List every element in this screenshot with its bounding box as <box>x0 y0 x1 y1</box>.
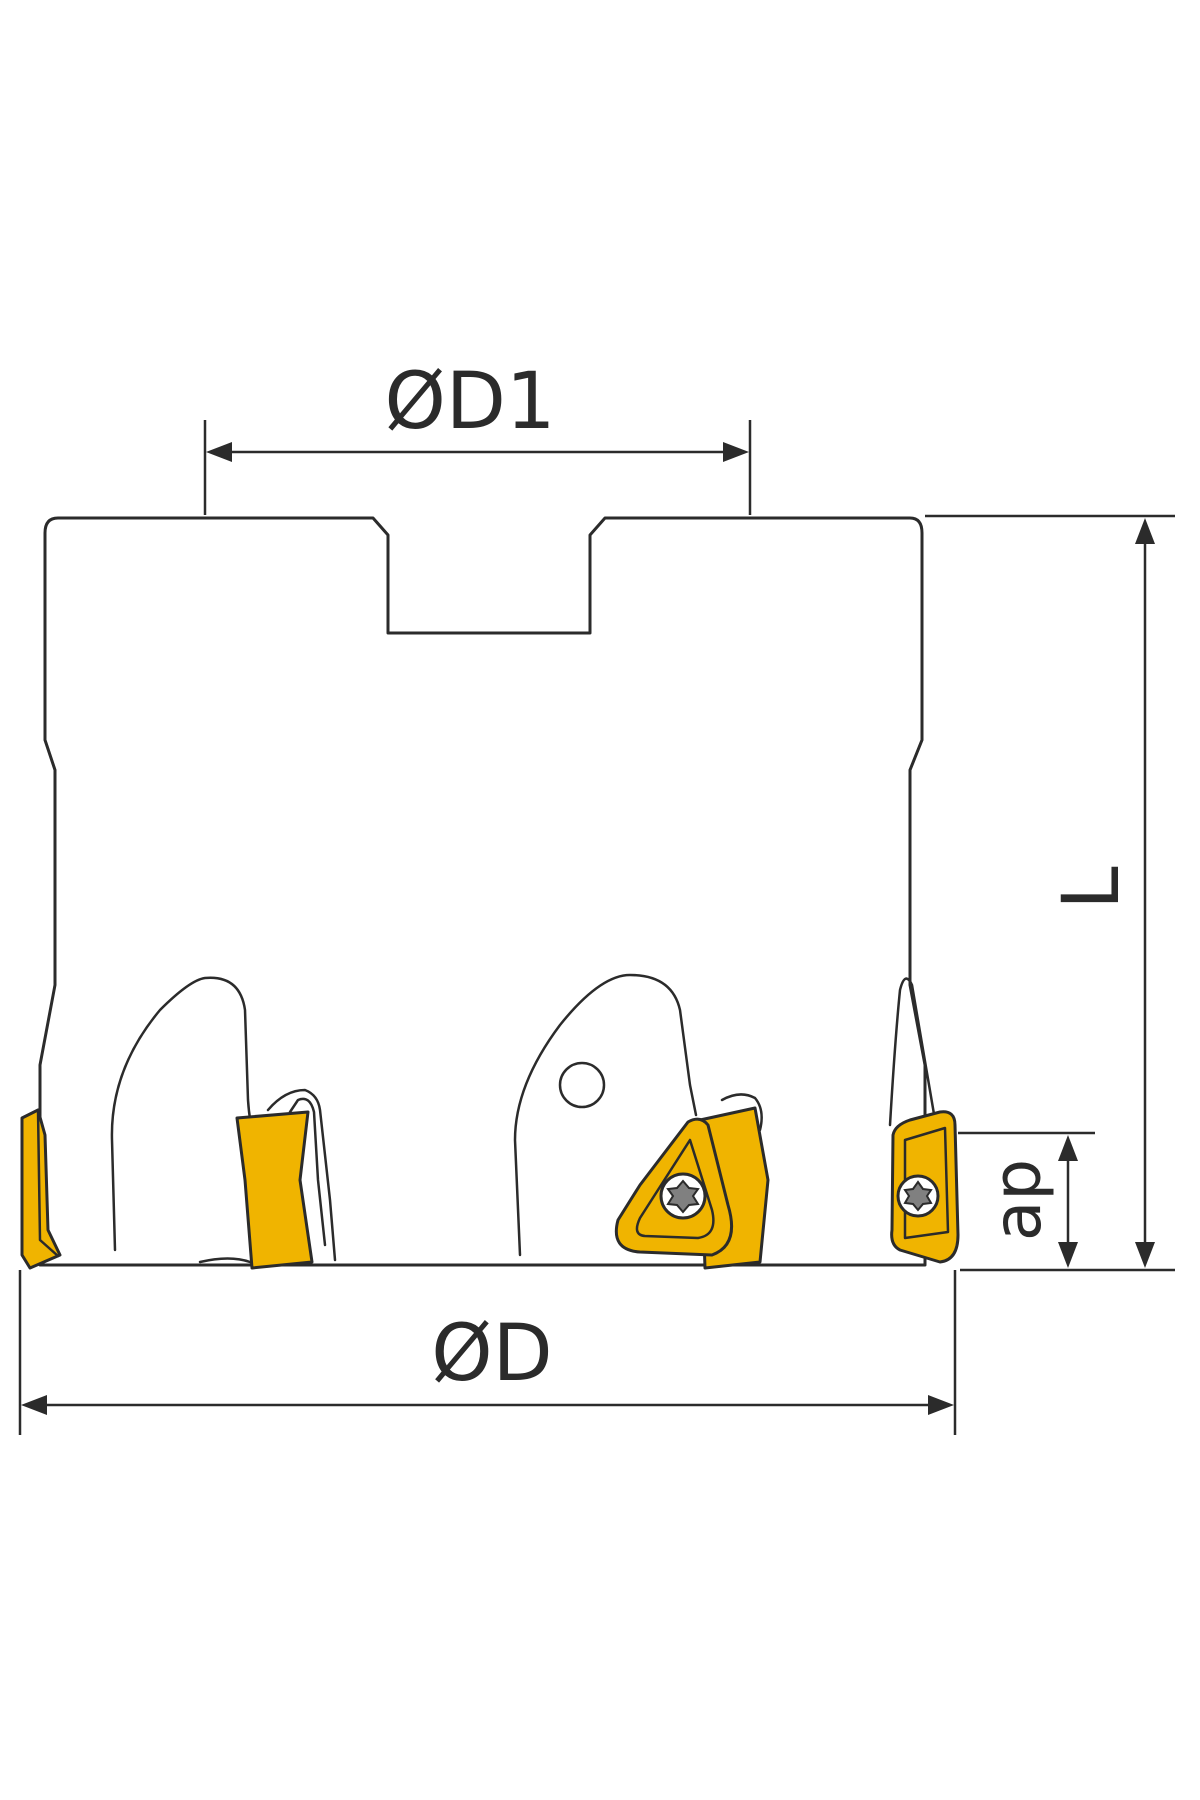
flutes <box>110 973 937 1267</box>
d-arrow-right <box>928 1395 954 1415</box>
d-arrow-left <box>21 1395 47 1415</box>
chip-fragment-b <box>198 1257 322 1267</box>
chip-fragment-c <box>720 1093 763 1132</box>
body-step-left <box>43 738 57 772</box>
flute-right <box>888 977 937 1127</box>
dimension-length: L <box>925 514 1175 1272</box>
inserts <box>20 1097 960 1270</box>
chip-fragment-a <box>266 1088 337 1262</box>
ap-arrow-top <box>1058 1135 1078 1161</box>
torx-socket-icon <box>903 1180 933 1212</box>
length-label: L <box>1047 866 1137 910</box>
dimension-d1: ØD1 <box>203 357 752 515</box>
insert-center-inner <box>635 1138 715 1240</box>
ap-label: ap <box>979 1159 1056 1241</box>
d1-arrow-right <box>723 442 749 462</box>
d1-label: ØD1 <box>384 357 555 447</box>
length-arrow-top <box>1135 518 1155 544</box>
torx-socket-icon <box>666 1179 700 1214</box>
insert-side-clamp <box>288 1097 327 1247</box>
d-label: ØD <box>431 1309 552 1399</box>
body-step-right <box>908 738 924 772</box>
insert-left-edge-detail <box>36 1108 60 1258</box>
dimension-ap: ap <box>958 1131 1095 1268</box>
flute-left <box>110 976 260 1252</box>
ap-arrow-bottom <box>1058 1242 1078 1268</box>
cutter-body <box>38 516 927 1267</box>
body-outline <box>38 516 927 1267</box>
flute-center <box>513 973 698 1257</box>
length-arrow-bottom <box>1135 1242 1155 1268</box>
d1-arrow-left <box>206 442 232 462</box>
coolant-hole <box>558 1061 606 1109</box>
dimension-d: ØD <box>18 1270 957 1435</box>
insert-side <box>235 1110 314 1270</box>
